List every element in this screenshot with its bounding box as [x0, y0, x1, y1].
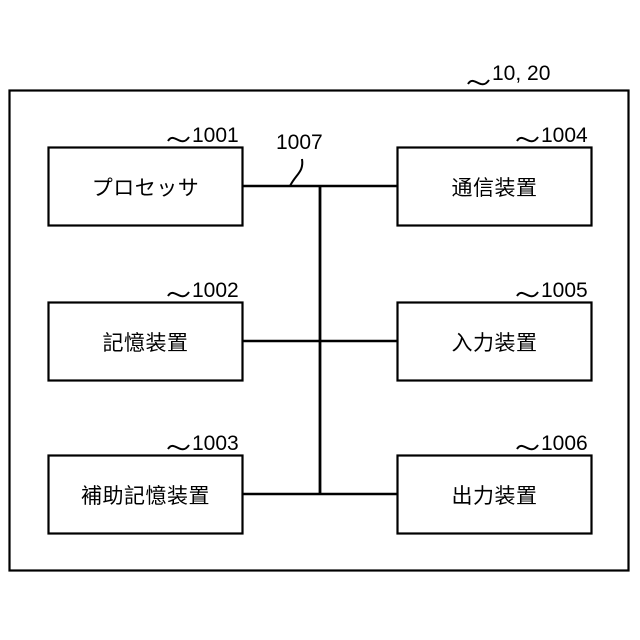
ref-label-1005: 1005: [541, 279, 588, 302]
outer-system-frame: [8, 89, 630, 572]
leader-line-1004: [516, 136, 539, 143]
block-label-processor: プロセッサ: [91, 176, 200, 200]
leader-line-1005: [516, 291, 539, 298]
ref-label-1004: 1004: [541, 124, 588, 147]
ref-label-1007: 1007: [276, 131, 323, 154]
leader-line-1007: [289, 158, 304, 187]
block-label-auxiliary-storage-device: 補助記憶装置: [81, 484, 210, 508]
leader-line-1006: [516, 444, 539, 451]
block-label-input-device: 入力装置: [451, 331, 538, 355]
block-label-memory-device: 記憶装置: [102, 331, 189, 355]
ref-label-system: 10, 20: [492, 62, 551, 85]
block-label-communication-device: 通信装置: [451, 176, 538, 200]
leader-line-system: [467, 79, 490, 86]
ref-label-1006: 1006: [541, 432, 588, 455]
leader-line-1003: [167, 444, 190, 451]
ref-label-1003: 1003: [192, 432, 239, 455]
leader-line-1002: [167, 291, 190, 298]
ref-label-1002: 1002: [192, 279, 239, 302]
block-label-output-device: 出力装置: [451, 484, 538, 508]
leader-line-1001: [167, 136, 190, 143]
ref-label-1001: 1001: [192, 124, 239, 147]
